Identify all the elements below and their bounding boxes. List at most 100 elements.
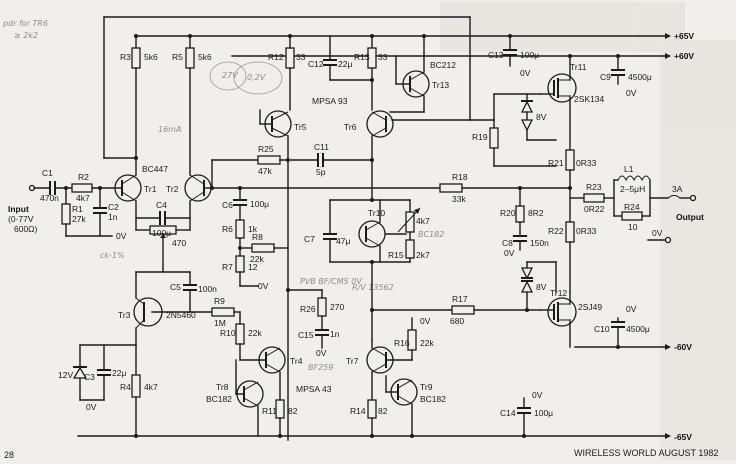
tr12	[547, 297, 577, 327]
output-terminal	[689, 194, 697, 202]
c13-value: 100μ	[520, 50, 539, 60]
output-label: Output	[676, 212, 704, 222]
r18-value: 33k	[452, 194, 466, 204]
r3-value: 5k6	[144, 52, 158, 62]
rail-minus65: -65V	[674, 432, 692, 442]
r11-value: 82	[288, 406, 298, 416]
r15-value: 2k7	[416, 250, 430, 260]
c8-value: 150n	[530, 238, 549, 248]
c4-value: 100μ	[152, 228, 171, 238]
r19-label: R19	[472, 132, 488, 142]
c5-value: 100n	[198, 284, 217, 294]
r6	[235, 219, 245, 239]
r25-label: R25	[258, 144, 274, 154]
r6-label: R6	[222, 224, 233, 234]
r5-value: 5k6	[198, 52, 212, 62]
r5-label: R5	[172, 52, 183, 62]
tr11	[547, 73, 577, 103]
tr9-label: Tr9	[420, 382, 433, 392]
r4-label: R4	[120, 382, 131, 392]
c5-label: C5	[170, 282, 181, 292]
tr11-label: Tr11	[570, 62, 587, 72]
current-source: Tr3 2N5460 C5 100n R9 1M 12V C3 22μ 0V R…	[58, 271, 241, 438]
gnd-r7: 0V	[258, 281, 269, 291]
zener-12v	[72, 366, 88, 379]
c4-label: C4	[156, 200, 167, 210]
zener-8v-lower	[520, 267, 534, 280]
gnd-r16: 0V	[420, 316, 431, 326]
r26	[317, 297, 327, 317]
r12-value: 33	[296, 52, 306, 62]
r13-label: R13	[354, 52, 370, 62]
tr2-label: Tr2	[166, 184, 179, 194]
r25-value: 47k	[258, 166, 272, 176]
r21	[565, 149, 575, 171]
gnd-c14: 0V	[532, 390, 543, 400]
r2	[71, 183, 93, 193]
gnd-c15: 0V	[316, 348, 327, 358]
c15-value: 1n	[330, 329, 340, 339]
tail-pot-value: 470	[172, 238, 186, 248]
r10-label: R10	[220, 328, 236, 338]
c3-label: C3	[84, 372, 95, 382]
tr5-type: MPSA 93	[312, 96, 348, 106]
r18-label: R18	[452, 172, 468, 182]
tr4-label: Tr4	[290, 356, 303, 366]
l1-value: 2–5μH	[620, 184, 645, 194]
tr4-type: MPSA 43	[296, 384, 332, 394]
gnd-output: 0V	[652, 228, 663, 238]
note-bf259: BF259	[308, 363, 333, 372]
gnd-c8: 0V	[504, 248, 515, 258]
r1-value: 27k	[72, 214, 86, 224]
c11-label: C11	[314, 142, 329, 152]
r1-label: R1	[72, 204, 83, 214]
gnd-c3: 0V	[86, 402, 97, 412]
r10-value: 22k	[248, 328, 262, 338]
r24	[621, 211, 643, 221]
r23	[583, 193, 605, 203]
rail-minus60: -60V	[674, 342, 692, 352]
r11	[275, 399, 285, 419]
r19	[489, 127, 499, 149]
page-footer: 28 WIRELESS WORLD AUGUST 1982	[4, 448, 718, 460]
r11-label: R11	[262, 406, 277, 416]
r20	[515, 205, 525, 223]
note-ck: ck-1%	[100, 251, 125, 260]
r22-label: R22	[548, 226, 564, 236]
c2-value: 1n	[108, 212, 118, 222]
zener-8v-upper-label: 8V	[536, 112, 547, 122]
c14-label: C14	[500, 408, 516, 418]
c14-value: 100μ	[534, 408, 553, 418]
r2-value: 4k7	[76, 193, 90, 203]
tr6-label: Tr6	[344, 122, 357, 132]
c8-label: C8	[502, 238, 513, 248]
r5	[185, 47, 195, 69]
r9	[211, 307, 235, 317]
r8	[251, 243, 275, 253]
r7-label: R7	[222, 262, 233, 272]
tr6	[366, 110, 394, 138]
c1-label: C1	[42, 168, 53, 178]
c1-value: 470n	[40, 193, 59, 203]
c3-value: 22μ	[112, 368, 126, 378]
c7-value: 47μ	[336, 236, 350, 246]
r25	[257, 155, 281, 165]
r12-label: R12	[268, 52, 284, 62]
tr13-label: Tr13	[432, 80, 449, 90]
r21-value: 0R33	[576, 158, 597, 168]
note-topleft: pdr for TR6	[2, 19, 48, 28]
tr8-label: Tr8	[216, 382, 229, 392]
r6-value: 1k	[248, 224, 258, 234]
driver-stage: R13 33 C12 22μ Tr13 BC212 Tr6	[286, 16, 553, 438]
note-r26: R/V 13562	[352, 283, 394, 292]
gnd-input: 0V	[116, 231, 127, 241]
c12-label: C12	[308, 59, 324, 69]
note-pvb: PVB BF/CMS 0V	[300, 277, 362, 286]
r14	[367, 399, 377, 419]
output-ground-terminal	[664, 236, 672, 244]
output-stage: C13 100μ 0V R19 680 8V Tr11 2SK134	[239, 34, 704, 349]
r18	[439, 183, 463, 193]
r10	[235, 323, 245, 345]
c7-label: C7	[304, 234, 315, 244]
